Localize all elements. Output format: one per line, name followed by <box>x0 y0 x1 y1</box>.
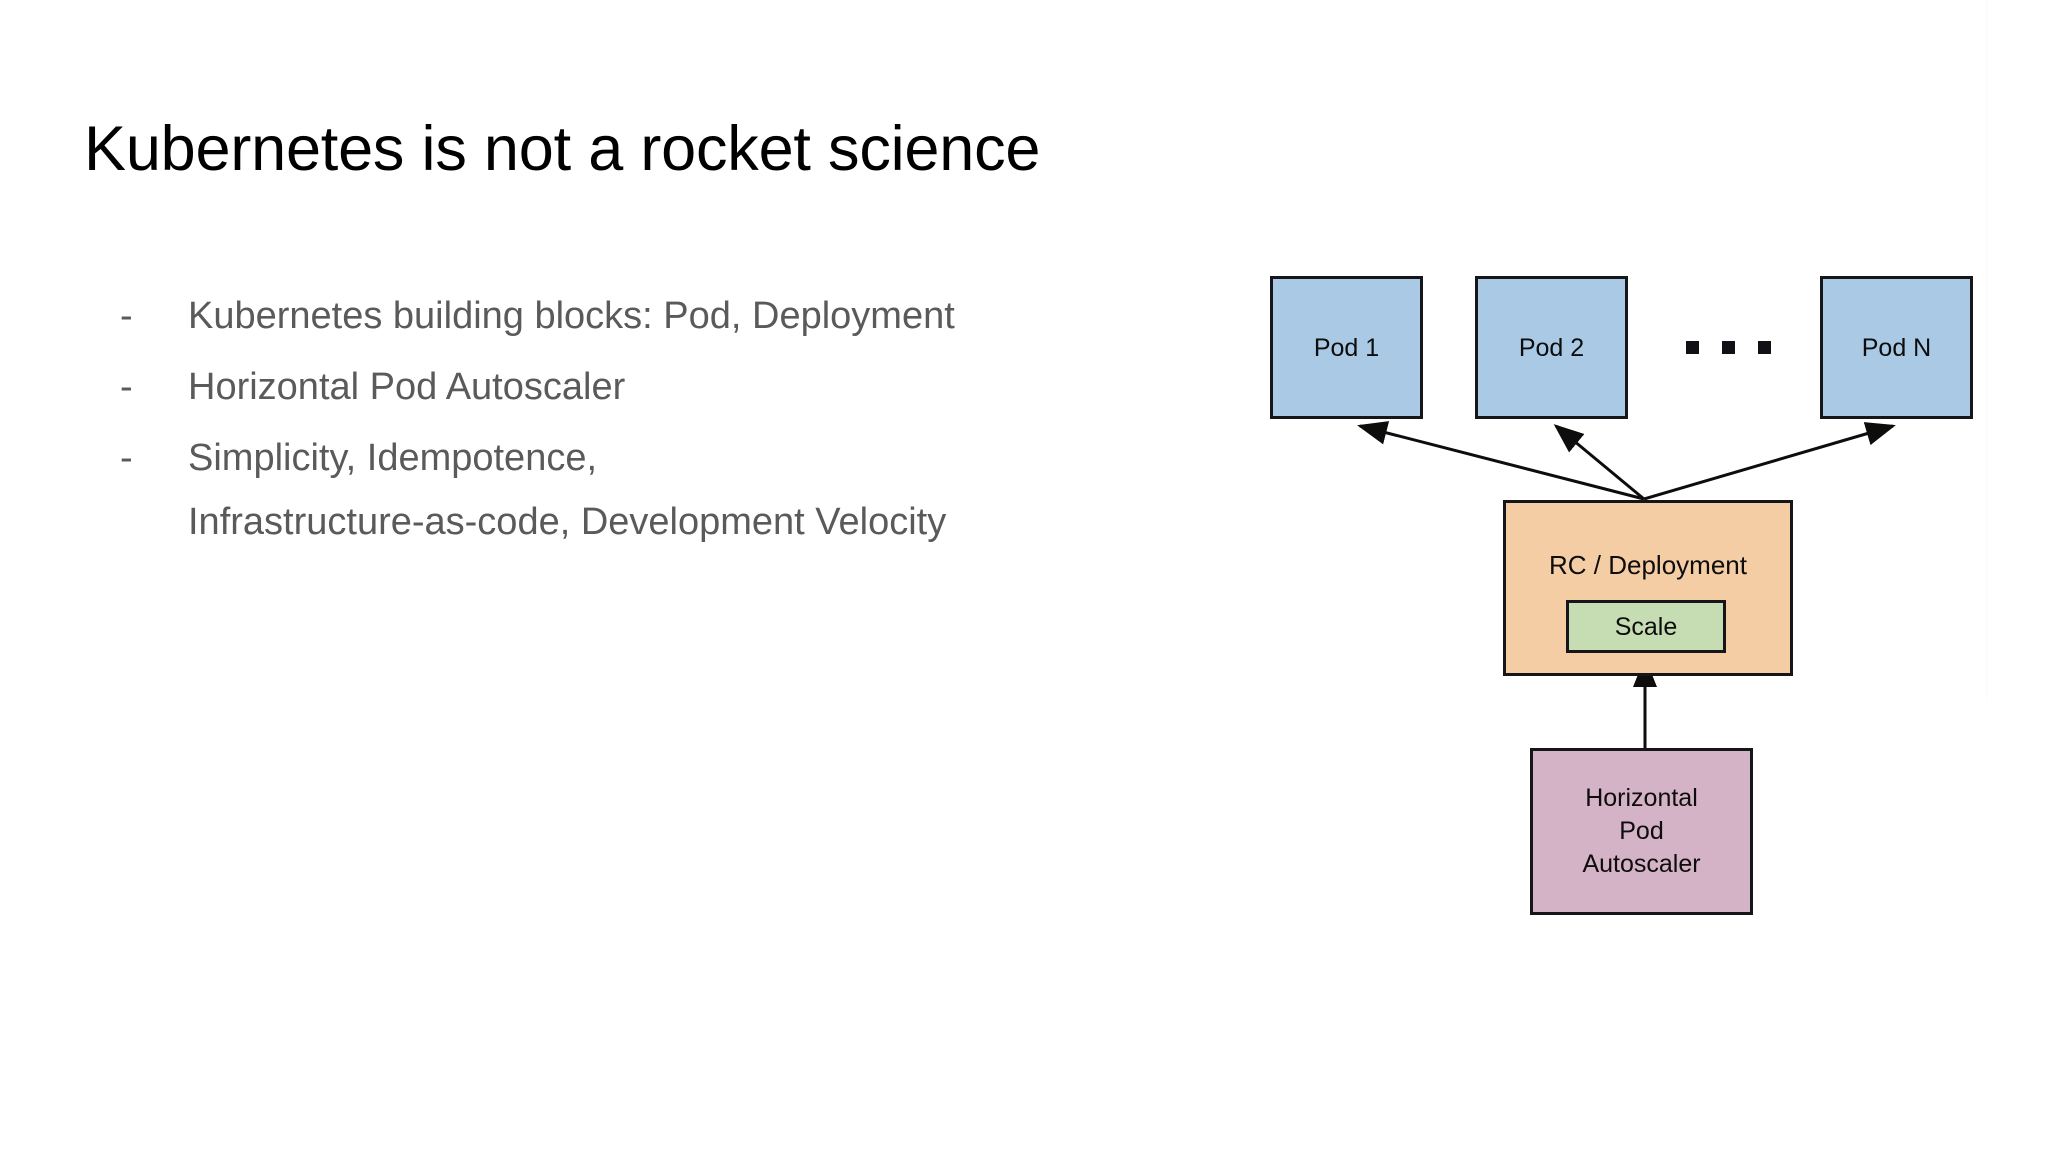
bullet-list: - Kubernetes building blocks: Pod, Deplo… <box>120 284 1180 561</box>
page-title: Kubernetes is not a rocket science <box>84 114 1041 184</box>
bullet-item-1: - Kubernetes building blocks: Pod, Deplo… <box>120 284 1180 348</box>
page-edge-divider <box>1986 0 1987 700</box>
pod-2-label: Pod 2 <box>1518 333 1585 362</box>
arrow-rc-to-pod-n <box>1643 422 1896 501</box>
ellipsis-dot-icon <box>1722 341 1735 354</box>
horizontal-pod-autoscaler-box[interactable]: Horizontal Pod Autoscaler <box>1530 748 1753 915</box>
bullet-item-2: - Horizontal Pod Autoscaler <box>120 355 1180 419</box>
pod-n-label: Pod N <box>1861 333 1932 362</box>
pod-2-box[interactable]: Pod 2 <box>1475 276 1628 419</box>
arrow-rc-to-pod-1 <box>1357 421 1645 501</box>
scale-box[interactable]: Scale <box>1566 600 1726 653</box>
ellipsis-dot-icon <box>1686 341 1699 354</box>
ellipsis-dot-icon <box>1758 341 1771 354</box>
arrow-rc-to-pod-2 <box>1553 424 1645 501</box>
horizontal-pod-autoscaler-label: Horizontal Pod Autoscaler <box>1582 784 1701 878</box>
bullet-text-1: Kubernetes building blocks: Pod, Deploym… <box>188 295 955 337</box>
bullet-item-3: - Simplicity, Idempotence, Infrastructur… <box>120 426 1180 554</box>
scale-label: Scale <box>1614 612 1678 641</box>
pod-n-box[interactable]: Pod N <box>1820 276 1973 419</box>
pod-1-box[interactable]: Pod 1 <box>1270 276 1423 419</box>
rc-deployment-label: RC / Deployment <box>1549 550 1747 580</box>
bullet-text-2: Horizontal Pod Autoscaler <box>188 366 626 408</box>
bullet-marker-icon: - <box>120 437 133 479</box>
bullet-marker-icon: - <box>120 366 133 408</box>
bullet-marker-icon: - <box>120 295 133 337</box>
pod-1-label: Pod 1 <box>1313 333 1380 362</box>
bullet-text-3: Simplicity, Idempotence, Infrastructure-… <box>188 437 947 543</box>
